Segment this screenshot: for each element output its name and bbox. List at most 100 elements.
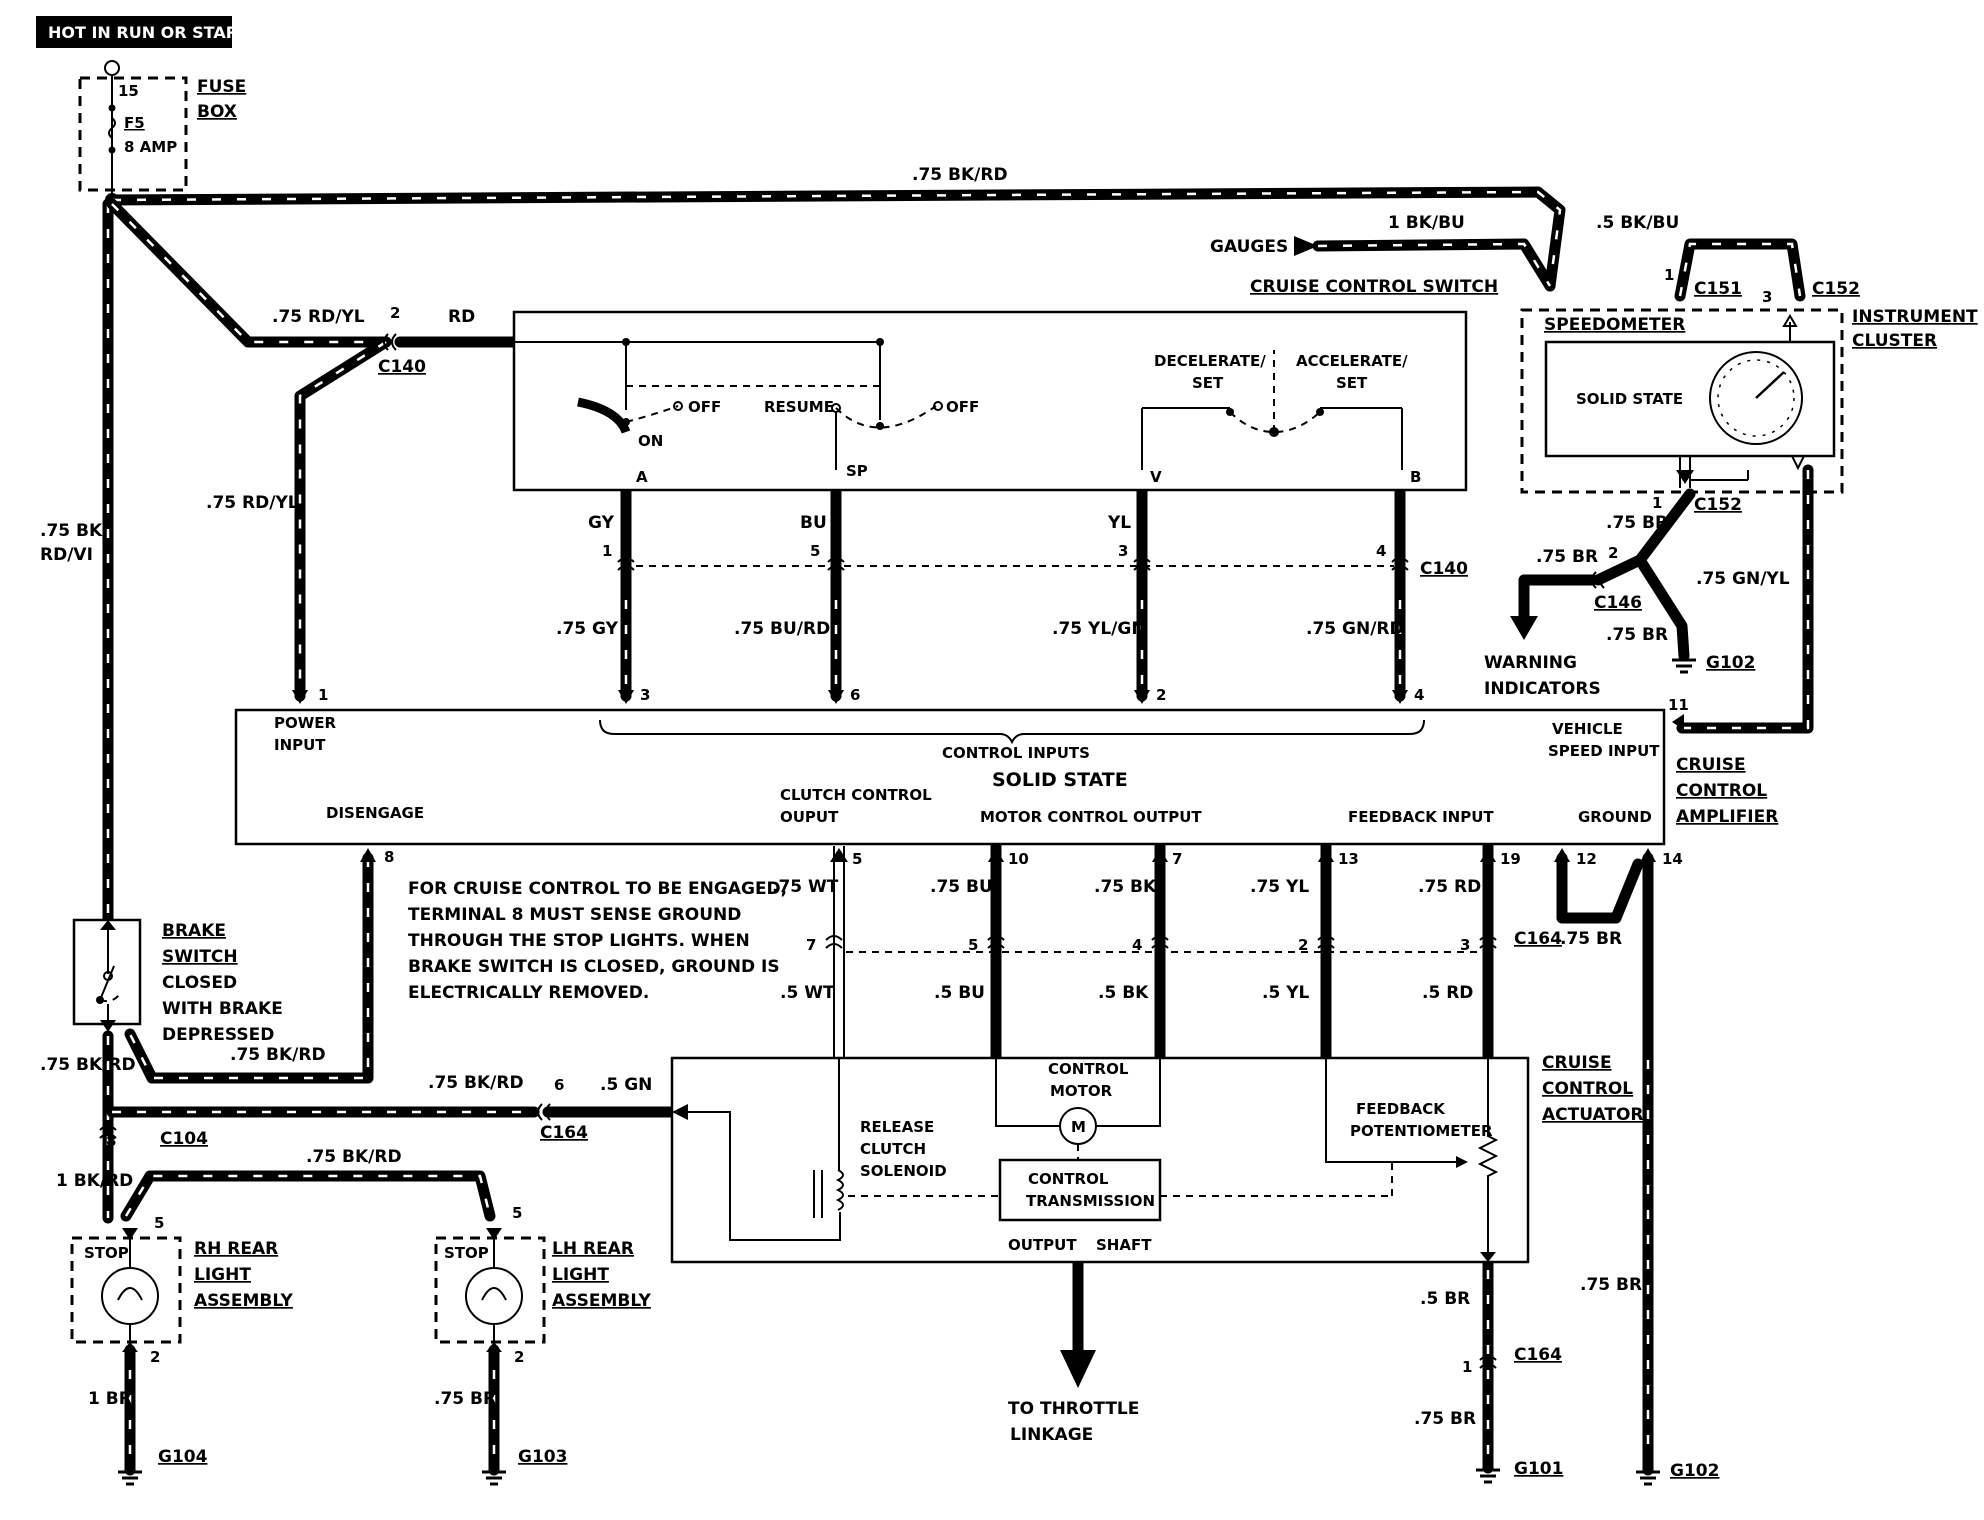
wire-label: .75 BR xyxy=(1606,625,1668,645)
note-line: THROUGH THE STOP LIGHTS. WHEN xyxy=(408,931,750,951)
connector-c140-row: C140 xyxy=(1420,559,1468,579)
wire-label: .75 GY xyxy=(556,619,619,639)
pin-label: 19 xyxy=(1500,850,1521,868)
ground-symbol-icon xyxy=(1672,658,1696,674)
amp-vehicle-label-2: SPEED INPUT xyxy=(1548,742,1660,760)
cluster-solid-state: SOLID STATE xyxy=(1576,390,1683,408)
switch-off-label-2: OFF xyxy=(946,398,979,416)
amp-title: CRUISE xyxy=(1676,755,1746,775)
instrument-cluster xyxy=(1520,308,1844,494)
ground-g104: G104 xyxy=(158,1447,208,1467)
wire-label: RD xyxy=(448,307,475,327)
wire-label: .75 BU xyxy=(930,877,993,897)
switch-on-label: ON xyxy=(638,432,663,450)
lh-lamp-label-2: LIGHT xyxy=(552,1265,609,1285)
wire-label: .75 BK/ xyxy=(40,521,109,541)
fuse-box: 15 F5 8 AMP xyxy=(78,60,188,207)
pin-label: 7 xyxy=(806,936,816,954)
pin-label: 13 xyxy=(1338,850,1359,868)
pin-label: 11 xyxy=(1668,696,1689,714)
rh-lamp-label-2: LIGHT xyxy=(194,1265,251,1285)
lh-rear-light xyxy=(434,1228,546,1352)
amp-motor-output: MOTOR CONTROL OUTPUT xyxy=(980,808,1202,826)
ground-g103: G103 xyxy=(518,1447,567,1467)
svg-text:15: 15 xyxy=(118,82,139,100)
wire-label: GY xyxy=(588,513,615,533)
cruise-amplifier xyxy=(234,708,1666,846)
actuator-trans-label-2: TRANSMISSION xyxy=(1026,1192,1155,1210)
cluster-title: INSTRUMENT xyxy=(1852,307,1978,327)
wire-label: .75 RD/YL xyxy=(206,493,299,513)
fuse-box-title: FUSE xyxy=(197,77,246,97)
pin-label: 3 xyxy=(640,686,650,704)
actuator-title-2: CONTROL xyxy=(1542,1079,1633,1099)
motor-symbol-icon: M xyxy=(1071,1118,1086,1136)
connector-c104: C104 xyxy=(160,1129,208,1149)
wire-label: BU xyxy=(800,513,827,533)
ground-symbol-icon xyxy=(482,1470,506,1486)
terminal-label: SP xyxy=(846,462,868,480)
amp-ground: GROUND xyxy=(1578,808,1652,826)
pin-label: 2 xyxy=(1608,544,1618,562)
pin-label: 6 xyxy=(554,1076,564,1094)
note-line: BRAKE SWITCH IS CLOSED, GROUND IS xyxy=(408,957,780,977)
wire-label: .75 BK/RD xyxy=(40,1055,136,1075)
lh-lamp-label-3: ASSEMBLY xyxy=(552,1291,652,1311)
connector-c164-row: C164 xyxy=(1514,929,1562,949)
gauges-label: GAUGES xyxy=(1210,237,1288,257)
switch-off-label: OFF xyxy=(688,398,721,416)
switch-decel-label: DECELERATE/ xyxy=(1154,352,1266,370)
actuator-release-label-2: CLUTCH xyxy=(860,1140,926,1158)
wire-label: YL xyxy=(1107,513,1131,533)
actuator-title: CRUISE xyxy=(1542,1053,1612,1073)
throttle-label-2: LINKAGE xyxy=(1010,1425,1093,1445)
wire-label: .75 GN/YL xyxy=(1696,569,1790,589)
svg-text:8 AMP: 8 AMP xyxy=(124,138,177,156)
wire-label: .75 BK/RD xyxy=(428,1073,524,1093)
wire-label: .5 WT xyxy=(780,983,835,1003)
brake-switch xyxy=(72,918,142,1036)
actuator-fb-label-2: POTENTIOMETER xyxy=(1350,1122,1493,1140)
actuator-shaft-label: SHAFT xyxy=(1096,1236,1152,1254)
brake-switch-label-2: SWITCH xyxy=(162,947,238,967)
pin-label: 2 xyxy=(514,1348,524,1366)
pin-label: 2 xyxy=(150,1348,160,1366)
switch-decel-label-2: SET xyxy=(1192,374,1224,392)
ground-symbol-icon xyxy=(118,1470,142,1486)
ground-g101: G101 xyxy=(1514,1459,1563,1479)
wire-label: .5 YL xyxy=(1262,983,1310,1003)
actuator-output-label: OUTPUT xyxy=(1008,1236,1077,1254)
rh-lamp-label-3: ASSEMBLY xyxy=(194,1291,294,1311)
pin-label: 4 xyxy=(1414,686,1424,704)
wire-label: .5 BK xyxy=(1098,983,1149,1003)
amp-title-3: AMPLIFIER xyxy=(1676,807,1778,827)
amp-feedback: FEEDBACK INPUT xyxy=(1348,808,1494,826)
hot-label: HOT IN RUN OR START xyxy=(48,23,248,42)
speedometer-label: SPEEDOMETER xyxy=(1544,315,1685,335)
wire-label: 1 BK/RD xyxy=(56,1171,133,1191)
brake-switch-label: BRAKE xyxy=(162,921,226,941)
connector-c152: C152 xyxy=(1812,279,1860,299)
cruise-switch-title: CRUISE CONTROL SWITCH xyxy=(1250,277,1498,297)
wire-label: .5 GN xyxy=(600,1075,652,1095)
pin-label: 6 xyxy=(850,686,860,704)
warning-label-2: INDICATORS xyxy=(1484,679,1601,699)
wire-label: .75 RD xyxy=(1418,877,1481,897)
actuator-fb-label: FEEDBACK xyxy=(1356,1100,1446,1118)
connector-c164-left: C164 xyxy=(540,1123,588,1143)
wire-label: .5 BK/BU xyxy=(1596,213,1679,233)
wire-label: 1 BK/BU xyxy=(1388,213,1465,233)
pin-label: 12 xyxy=(1576,850,1597,868)
terminal-label: V xyxy=(1150,468,1162,486)
lh-lamp-label: LH REAR xyxy=(552,1239,634,1259)
wire-label: .75 BR xyxy=(1606,513,1668,533)
wire-label: .75 BU/RD xyxy=(734,619,830,639)
note-line: ELECTRICALLY REMOVED. xyxy=(408,983,649,1003)
wire-label: .75 BK/RD xyxy=(230,1045,326,1065)
pin-label: 1 xyxy=(1652,494,1662,512)
pin-label: 4 xyxy=(1376,542,1386,560)
amp-clutch-label: CLUTCH CONTROL xyxy=(780,786,932,804)
pin-label: 7 xyxy=(1172,850,1182,868)
fuse-box-title-2: BOX xyxy=(197,102,237,122)
rh-lamp-label: RH REAR xyxy=(194,1239,278,1259)
